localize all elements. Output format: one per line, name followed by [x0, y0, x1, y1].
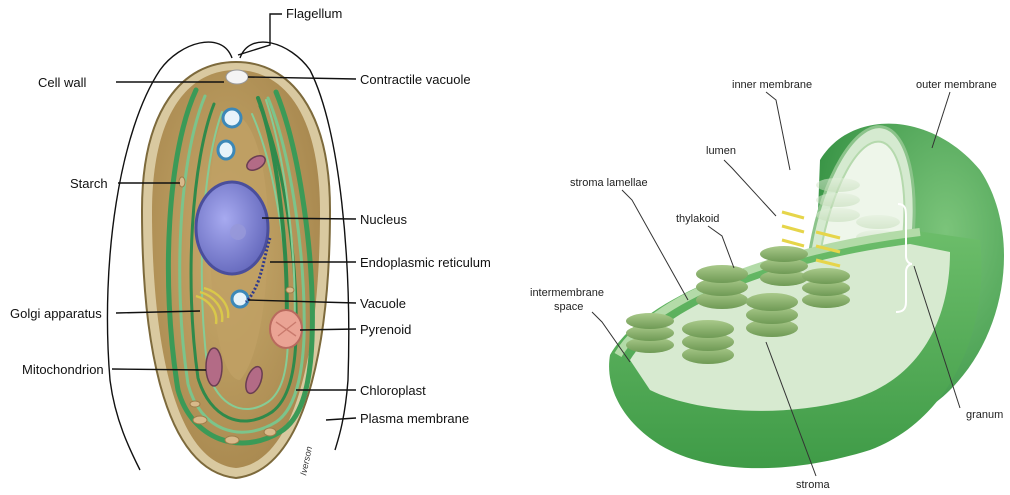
granum-stack	[696, 265, 748, 309]
label-plasma-membrane: Plasma membrane	[360, 411, 469, 426]
label-outer-membrane: outer membrane	[916, 79, 997, 91]
label-intermembrane-line1: intermembrane	[530, 287, 604, 299]
chlamydomonas-diagram: Flagellum Cell wall Contractile vacuole …	[0, 0, 510, 495]
label-inner-membrane: inner membrane	[732, 79, 812, 91]
label-intermembrane-line2: space	[554, 301, 583, 313]
granum-stack	[682, 320, 734, 364]
label-lumen: lumen	[706, 145, 736, 157]
label-golgi-apparatus: Golgi apparatus	[10, 306, 102, 321]
label-stroma: stroma	[796, 479, 831, 491]
label-granum: granum	[966, 409, 1003, 421]
label-stroma-lamellae: stroma lamellae	[570, 177, 648, 189]
chloroplast-diagram: inner membrane outer membrane lumen stro…	[510, 0, 1010, 495]
label-cell-wall: Cell wall	[38, 75, 87, 90]
label-nucleus: Nucleus	[360, 212, 407, 227]
chloroplast-svg: inner membrane outer membrane lumen stro…	[510, 0, 1010, 495]
label-flagellum: Flagellum	[286, 6, 342, 21]
contractile-vacuole	[226, 70, 248, 84]
label-endoplasmic-reticulum: Endoplasmic reticulum	[360, 255, 491, 270]
label-mitochondrion: Mitochondrion	[22, 362, 104, 377]
granum-stack	[746, 293, 798, 337]
label-vacuole: Vacuole	[360, 296, 406, 311]
nucleolus	[230, 224, 246, 240]
granum-stack	[760, 246, 808, 286]
granum-stack	[802, 268, 850, 308]
label-pyrenoid: Pyrenoid	[360, 322, 411, 337]
small-vacuole	[218, 141, 234, 159]
label-thylakoid: thylakoid	[676, 213, 719, 225]
label-contractile-vacuole: Contractile vacuole	[360, 72, 471, 87]
cell-svg: Flagellum Cell wall Contractile vacuole …	[0, 0, 510, 495]
granum-stack	[626, 313, 674, 353]
label-chloroplast: Chloroplast	[360, 383, 426, 398]
vacuole	[232, 291, 248, 307]
label-starch: Starch	[70, 176, 108, 191]
small-vacuole	[223, 109, 241, 127]
artist-signature: Iverson	[298, 445, 314, 476]
